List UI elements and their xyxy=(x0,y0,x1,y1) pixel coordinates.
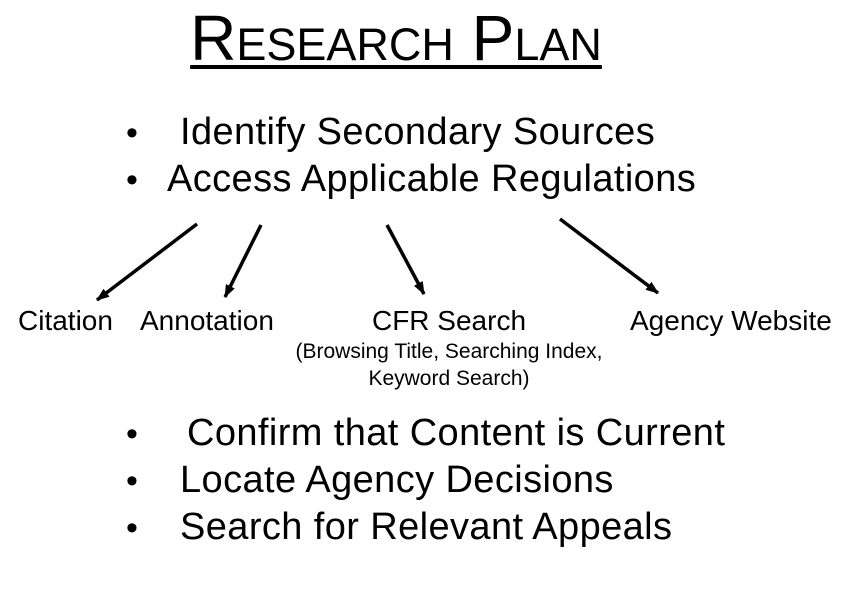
bullet-text: Search for Relevant Appeals xyxy=(180,506,673,548)
list-item: • Search for Relevant Appeals xyxy=(126,504,725,551)
arrow-to-agency-website-icon xyxy=(558,217,660,295)
arrow-to-citation-icon xyxy=(95,222,199,302)
top-bullet-list: • Identify Secondary Sources • Access Ap… xyxy=(126,109,696,203)
page-title: Research Plan xyxy=(190,2,602,74)
cfr-search-subtext: (Browsing Title, Searching Index, Keywor… xyxy=(269,338,629,392)
bullet-text: Access Applicable Regulations xyxy=(167,158,697,200)
branch-label-cfr-search: CFR Search (Browsing Title, Searching In… xyxy=(269,304,629,392)
arrow-to-cfr-search-icon xyxy=(385,224,426,295)
bullet-icon: • xyxy=(126,113,139,152)
branch-label-annotation: Annotation xyxy=(140,305,274,336)
bullet-text: Locate Agency Decisions xyxy=(180,459,614,501)
bullet-icon: • xyxy=(126,508,139,547)
list-item: • Locate Agency Decisions xyxy=(126,457,725,504)
branch-label-agency-website: Agency Website xyxy=(630,305,832,336)
bottom-bullet-list: • Confirm that Content is Current • Loca… xyxy=(126,410,725,551)
cfr-search-subtext-line1: (Browsing Title, Searching Index, xyxy=(295,340,603,363)
bullet-icon: • xyxy=(126,160,139,199)
bullet-text: Confirm that Content is Current xyxy=(187,412,726,454)
list-item: • Confirm that Content is Current xyxy=(126,410,725,457)
branch-label-citation: Citation xyxy=(18,305,113,336)
bullet-text: Identify Secondary Sources xyxy=(180,111,656,153)
arrow-to-annotation-icon xyxy=(223,224,263,298)
bullet-icon: • xyxy=(126,461,139,500)
list-item: • Identify Secondary Sources xyxy=(126,109,696,156)
cfr-search-title: CFR Search xyxy=(371,305,527,336)
list-item: • Access Applicable Regulations xyxy=(126,156,696,203)
bullet-icon: • xyxy=(126,414,139,453)
cfr-search-subtext-line2: Keyword Search) xyxy=(368,367,530,390)
